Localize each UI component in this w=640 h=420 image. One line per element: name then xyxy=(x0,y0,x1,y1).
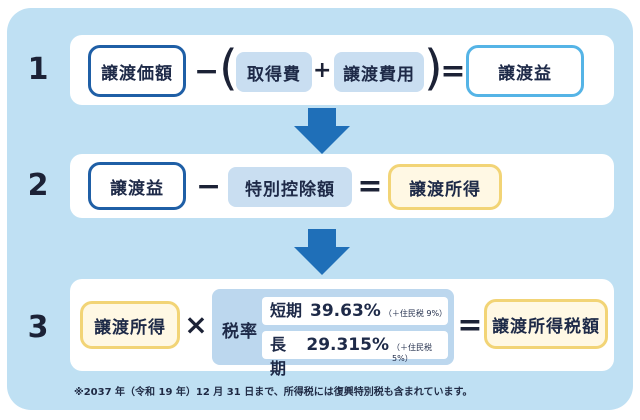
gain-result-box: 譲渡益 xyxy=(466,45,584,97)
multiply-operator: × xyxy=(184,308,208,341)
footnote: ※2037 年（令和 19 年）12 月 31 日まで、所得税には復興特別税も含… xyxy=(74,387,473,398)
down-arrow-icon xyxy=(294,229,350,275)
short-term-label: 短期 xyxy=(270,301,303,320)
step-1-number: 1 xyxy=(27,52,49,87)
long-term-rate-row: 長期 29.315% （＋住民税 5%） xyxy=(262,331,448,378)
step-3-number: 3 xyxy=(27,310,49,345)
short-term-rate-value: 39.63% xyxy=(310,301,381,321)
down-arrow-icon xyxy=(294,108,350,154)
special-deduction-pill: 特別控除額 xyxy=(228,167,352,207)
long-term-label: 長期 xyxy=(270,335,287,378)
transfer-income-result-box: 譲渡所得 xyxy=(388,164,502,210)
equals-operator: = xyxy=(440,54,466,89)
transfer-cost-pill: 譲渡費用 xyxy=(334,52,424,92)
open-paren: ( xyxy=(219,40,238,96)
transfer-income-tax-result-box: 譲渡所得税額 xyxy=(484,299,608,349)
short-term-resident-tax-note: （＋住民税 9%） xyxy=(383,309,448,318)
minus-operator: − xyxy=(196,169,222,204)
long-term-rate-value: 29.315% xyxy=(306,335,389,355)
gain-box: 譲渡益 xyxy=(88,162,186,210)
step-2-number: 2 xyxy=(27,168,49,203)
equals-operator: = xyxy=(357,169,383,204)
transfer-income-box: 譲渡所得 xyxy=(80,301,180,349)
equals-operator: = xyxy=(457,308,483,343)
minus-operator: − xyxy=(194,54,220,89)
long-term-resident-tax-note: （＋住民税 5%） xyxy=(392,343,432,363)
short-term-rate-row: 短期 39.63% （＋住民税 9%） xyxy=(262,297,448,325)
plus-operator: + xyxy=(313,58,332,83)
sale-price-box: 譲渡価額 xyxy=(88,45,186,97)
close-paren: ) xyxy=(424,40,443,96)
acquisition-cost-pill: 取得費 xyxy=(236,52,312,92)
tax-rate-label: 税率 xyxy=(222,322,258,342)
